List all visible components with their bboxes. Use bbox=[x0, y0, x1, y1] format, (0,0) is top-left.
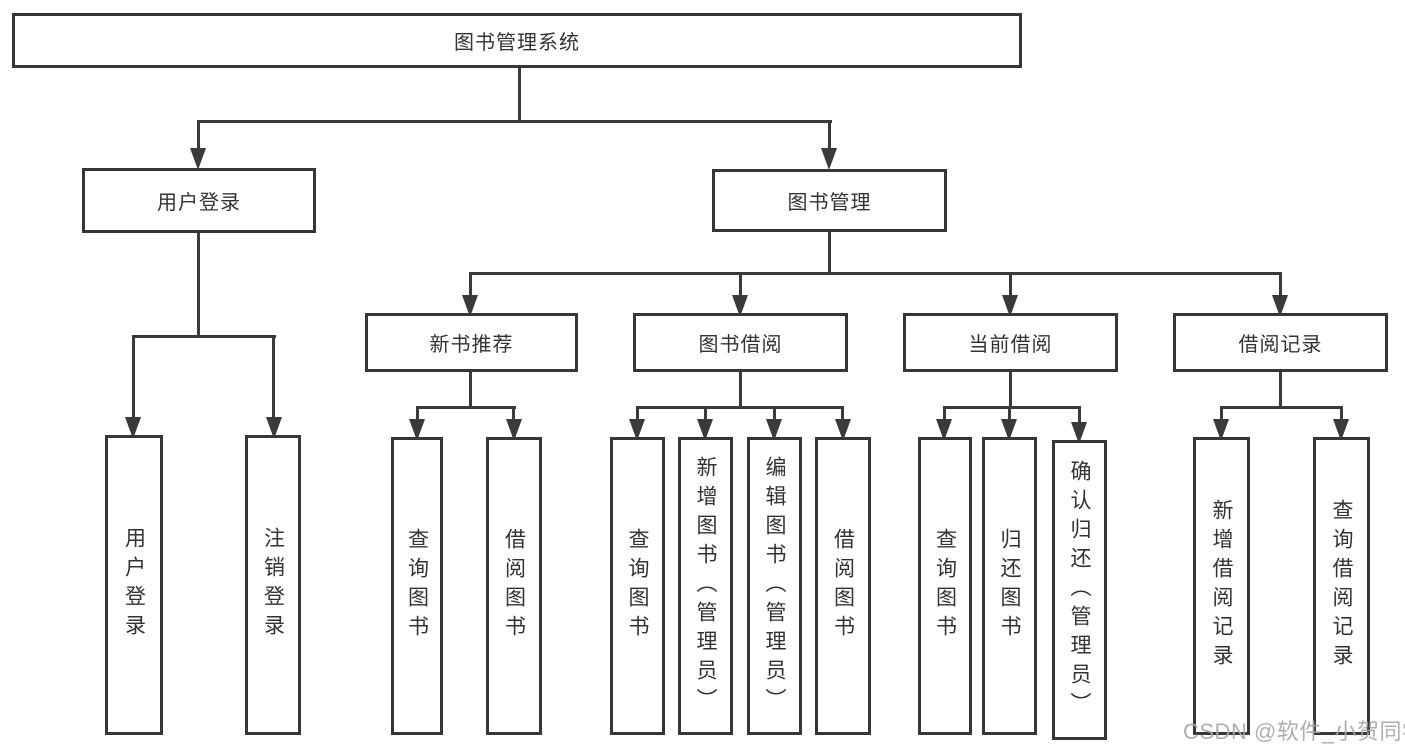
connector-mgmt-drop-2 bbox=[739, 272, 742, 295]
node-new-book-recommendation: 新书推荐 bbox=[365, 313, 578, 372]
connector-mgmt-drop-4 bbox=[1279, 272, 1282, 295]
arrowhead-down-icon bbox=[629, 419, 645, 441]
connector-borrow-drop-2 bbox=[704, 406, 707, 421]
node-leaf-logout: 注销登录 bbox=[245, 435, 301, 735]
node-leaf-return-books: 归还图书 bbox=[982, 437, 1037, 735]
arrowhead-down-icon bbox=[409, 419, 425, 441]
arrowhead-down-icon bbox=[1272, 295, 1288, 317]
connector-mgmt-bar bbox=[469, 272, 1282, 275]
node-leaf-edit-books-admin: 编辑图书（管理员） bbox=[747, 437, 802, 735]
node-current-borrowing: 当前借阅 bbox=[903, 313, 1118, 372]
node-label: 借阅图书 bbox=[831, 528, 855, 644]
node-leaf-query-books-borrow: 查询图书 bbox=[610, 437, 665, 735]
node-library-management-system: 图书管理系统 bbox=[12, 13, 1022, 68]
connector-recommend-drop-1 bbox=[416, 406, 419, 421]
arrowhead-down-icon bbox=[1333, 419, 1349, 441]
node-leaf-borrow-books: 借阅图书 bbox=[815, 437, 871, 735]
connector-current-drop-2 bbox=[1008, 406, 1011, 421]
node-label: 新增图书（管理员） bbox=[694, 455, 717, 717]
node-label: 借阅记录 bbox=[1238, 334, 1323, 356]
node-label: 查询图书 bbox=[405, 528, 429, 644]
node-label: 借阅图书 bbox=[502, 528, 526, 644]
connector-mgmt-stub bbox=[828, 232, 831, 272]
connector-root-stub bbox=[518, 68, 521, 120]
connector-login-stub bbox=[197, 233, 200, 335]
node-label: 当前借阅 bbox=[968, 334, 1053, 356]
node-leaf-add-borrow-record: 新增借阅记录 bbox=[1193, 437, 1250, 735]
connector-current-drop-3 bbox=[1078, 406, 1081, 424]
arrowhead-down-icon bbox=[1071, 422, 1087, 444]
node-leaf-borrow-books-recommend: 借阅图书 bbox=[486, 437, 542, 735]
connector-login-drop-1 bbox=[132, 335, 135, 417]
connector-root-drop-right bbox=[828, 120, 831, 150]
connector-recommend-bar bbox=[416, 406, 516, 409]
arrowhead-down-icon bbox=[732, 295, 748, 317]
node-borrowing-records: 借阅记录 bbox=[1173, 313, 1388, 372]
connector-borrow-stub bbox=[739, 372, 742, 406]
node-leaf-query-borrow-record: 查询借阅记录 bbox=[1313, 437, 1370, 735]
connector-records-bar bbox=[1220, 406, 1342, 409]
connector-borrow-drop-3 bbox=[773, 406, 776, 421]
connector-current-stub bbox=[1009, 372, 1012, 406]
arrowhead-down-icon bbox=[506, 419, 522, 441]
node-user-login: 用户登录 bbox=[82, 168, 316, 233]
arrowhead-down-icon bbox=[1001, 419, 1017, 441]
connector-login-bar bbox=[132, 335, 276, 338]
connector-borrow-drop-4 bbox=[841, 406, 844, 421]
connector-records-drop-1 bbox=[1220, 406, 1223, 421]
arrowhead-down-icon bbox=[266, 417, 282, 439]
node-leaf-add-books-admin: 新增图书（管理员） bbox=[678, 437, 733, 735]
connector-records-drop-2 bbox=[1340, 406, 1343, 421]
connector-mgmt-drop-3 bbox=[1009, 272, 1012, 295]
node-label: 注销登录 bbox=[261, 527, 285, 643]
node-label: 新增借阅记录 bbox=[1210, 499, 1233, 673]
arrowhead-down-icon bbox=[1002, 295, 1018, 317]
node-leaf-query-books-current: 查询图书 bbox=[918, 437, 972, 735]
node-label: 图书管理 bbox=[787, 192, 872, 214]
connector-root-bar bbox=[197, 120, 832, 123]
node-label: 新书推荐 bbox=[429, 334, 514, 356]
node-leaf-confirm-return-admin: 确认归还（管理员） bbox=[1052, 440, 1107, 740]
arrowhead-down-icon bbox=[462, 295, 478, 317]
connector-recommend-drop-2 bbox=[512, 406, 515, 421]
node-leaf-user-login: 用户登录 bbox=[105, 435, 163, 735]
connector-current-drop-1 bbox=[943, 406, 946, 421]
arrowhead-down-icon bbox=[766, 419, 782, 441]
connector-login-drop-2 bbox=[272, 335, 275, 417]
node-label: 图书管理系统 bbox=[454, 32, 580, 54]
arrowhead-down-icon bbox=[936, 419, 952, 441]
connector-root-drop-left bbox=[197, 120, 200, 150]
node-label: 查询图书 bbox=[933, 528, 957, 644]
arrowhead-down-icon bbox=[835, 419, 851, 441]
connector-recommend-stub bbox=[469, 372, 472, 406]
connector-borrow-bar bbox=[636, 406, 844, 409]
node-label: 编辑图书（管理员） bbox=[763, 455, 786, 717]
arrowhead-down-icon bbox=[697, 419, 713, 441]
connector-borrow-drop-1 bbox=[636, 406, 639, 421]
node-label: 归还图书 bbox=[998, 528, 1021, 644]
arrowhead-down-icon bbox=[190, 148, 206, 170]
arrowhead-down-icon bbox=[1213, 419, 1229, 441]
connector-current-bar bbox=[944, 406, 1081, 409]
arrowhead-down-icon bbox=[821, 148, 837, 170]
connector-records-stub bbox=[1279, 372, 1282, 406]
node-book-management: 图书管理 bbox=[712, 169, 947, 232]
node-label: 图书借阅 bbox=[698, 334, 783, 356]
node-label: 用户登录 bbox=[122, 527, 146, 643]
node-book-borrowing: 图书借阅 bbox=[633, 313, 848, 372]
node-label: 确认归还（管理员） bbox=[1068, 459, 1091, 721]
node-leaf-query-books-recommend: 查询图书 bbox=[391, 437, 443, 735]
arrowhead-down-icon bbox=[125, 417, 141, 439]
node-label: 查询图书 bbox=[626, 528, 649, 644]
csdn-watermark: CSDN @软件_小贺同学 bbox=[1183, 719, 1405, 744]
node-label: 用户登录 bbox=[157, 192, 241, 214]
connector-mgmt-drop-1 bbox=[469, 272, 472, 295]
node-label: 查询借阅记录 bbox=[1330, 499, 1353, 673]
